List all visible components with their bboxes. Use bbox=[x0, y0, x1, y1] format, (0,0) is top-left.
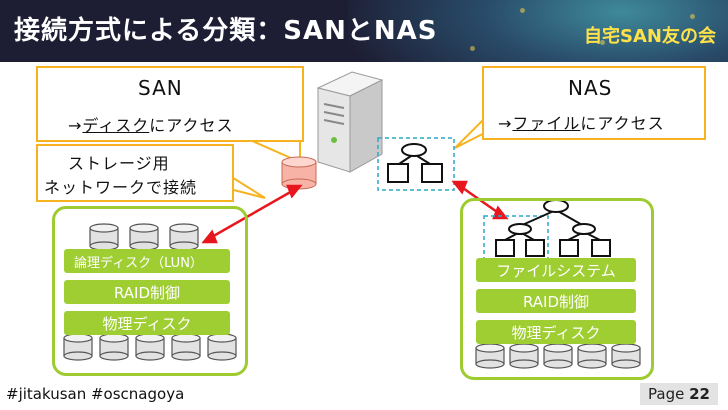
physical-disk-icon bbox=[475, 343, 641, 369]
nas-layer-raid: RAID制御 bbox=[476, 289, 636, 313]
san-layer-logical: 論理ディスク（LUN） bbox=[64, 249, 230, 273]
nas-file-tree-icon bbox=[495, 199, 611, 257]
san-layer-physical: 物理ディスク bbox=[64, 311, 230, 335]
header-glow bbox=[348, 0, 728, 62]
server-icon bbox=[316, 71, 384, 173]
nas-client-selection bbox=[377, 137, 455, 191]
slide-header: 接続方式による分類：SANとNAS 自宅SAN友の会 bbox=[0, 0, 728, 62]
brand-label: 自宅SAN友の会 bbox=[584, 26, 716, 47]
arrow-glyph: → bbox=[68, 116, 83, 135]
network-callout: ストレージ用 ネットワークで接続 bbox=[36, 144, 234, 202]
network-line2: ネットワークで接続 bbox=[44, 178, 198, 197]
physical-disk-icon bbox=[63, 333, 237, 361]
nas-callout-title: NAS bbox=[568, 76, 613, 100]
double-arrow-icon bbox=[451, 180, 509, 220]
double-arrow-icon bbox=[201, 184, 303, 244]
network-line1: ストレージ用 bbox=[68, 154, 170, 173]
header-bokeh bbox=[600, 40, 605, 45]
nas-layer-fs: ファイルシステム bbox=[476, 258, 636, 282]
nas-access-rest: にアクセス bbox=[580, 114, 665, 133]
nas-access-word: ファイル bbox=[512, 114, 581, 133]
page-number: 22 bbox=[689, 385, 710, 403]
nas-callout: NAS →ファイルにアクセス bbox=[482, 66, 706, 140]
nas-storage-panel bbox=[460, 198, 654, 380]
header-bokeh bbox=[690, 14, 695, 19]
footer-hashtags: #jitakusan #oscnagoya bbox=[6, 385, 185, 403]
san-callout-access: →ディスクにアクセス bbox=[68, 112, 234, 136]
page-indicator: Page 22 bbox=[640, 383, 718, 405]
san-storage-panel bbox=[52, 206, 248, 376]
nas-layer-physical: 物理ディスク bbox=[476, 320, 636, 344]
hba-disk-icon bbox=[281, 156, 317, 190]
header-bokeh bbox=[520, 8, 525, 13]
client-file-tree-icon bbox=[387, 143, 443, 183]
arrow-glyph: → bbox=[498, 114, 513, 133]
san-layer-raid: RAID制御 bbox=[64, 280, 230, 304]
san-callout: SAN →ディスクにアクセス bbox=[36, 66, 304, 142]
san-access-word: ディスク bbox=[82, 116, 150, 135]
slide-title: 接続方式による分類：SANとNAS bbox=[14, 16, 438, 46]
san-callout-title: SAN bbox=[138, 76, 183, 100]
nas-callout-access: →ファイルにアクセス bbox=[498, 110, 665, 134]
san-access-rest: にアクセス bbox=[149, 116, 234, 135]
page-label: Page bbox=[648, 385, 685, 403]
logical-disk-icon bbox=[89, 223, 199, 251]
header-bokeh bbox=[470, 46, 475, 51]
